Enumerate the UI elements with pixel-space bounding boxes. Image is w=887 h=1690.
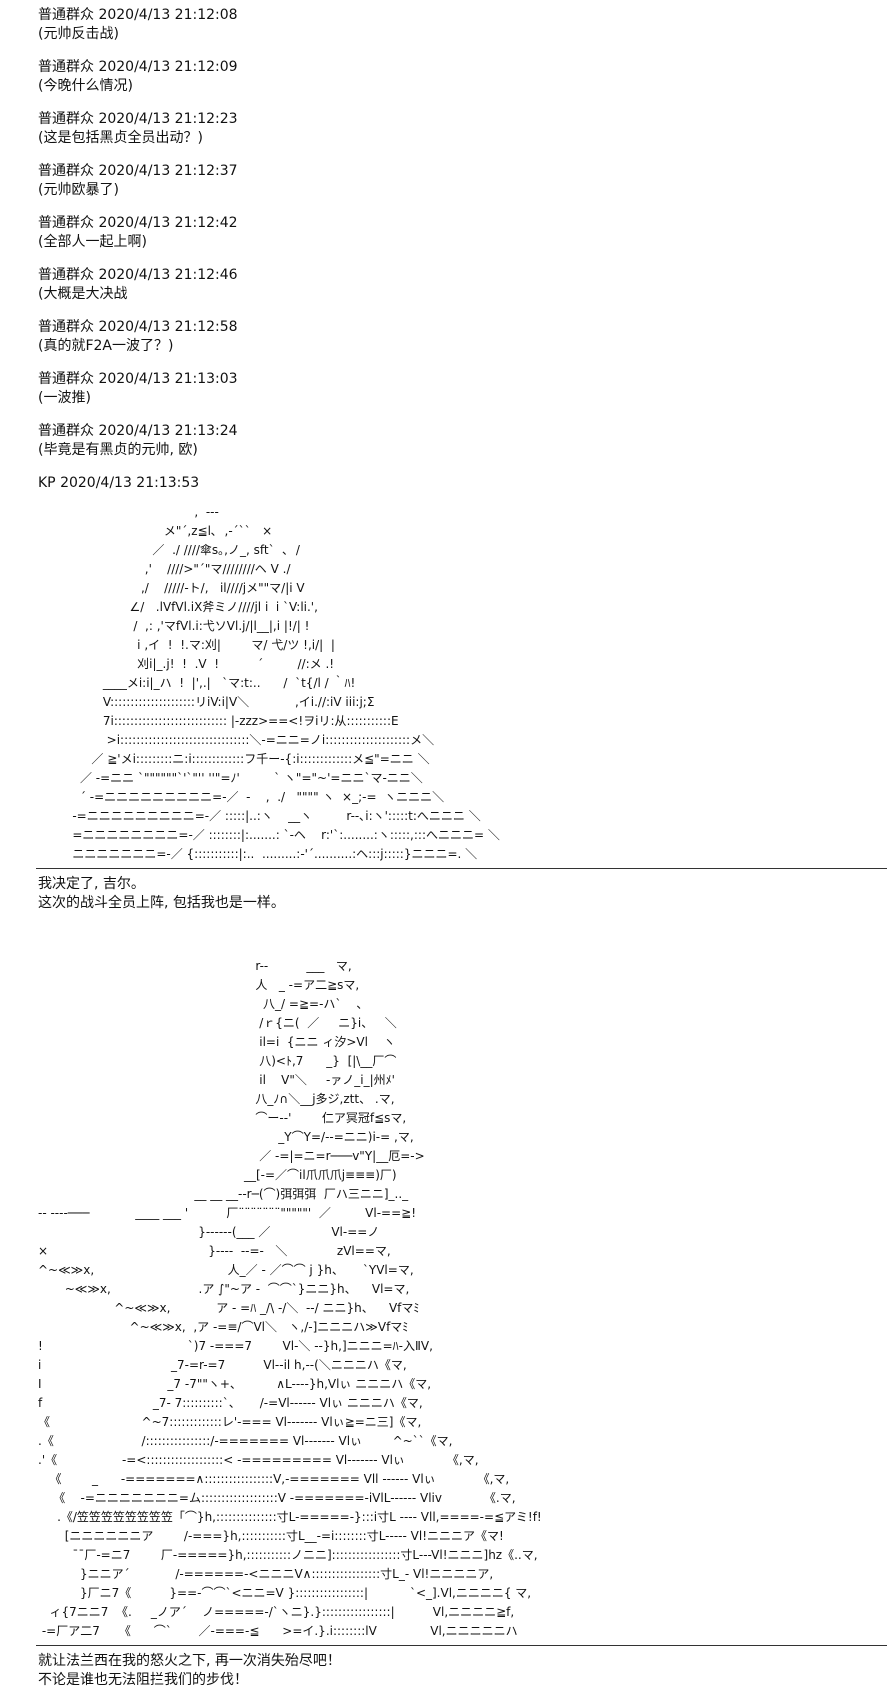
message-text: (元帅欧暴了): [38, 182, 119, 198]
kp-header: KP 2020/4/13 21:13:53: [38, 475, 200, 491]
message-header: 普通群众 2020/4/13 21:13:03: [38, 371, 238, 387]
divider-line: [36, 1645, 887, 1646]
message-text: (这是包括黑贞全员出动？): [38, 130, 203, 146]
message-text: (全部人一起上啊): [38, 234, 147, 250]
message-header: 普通群众 2020/4/13 21:12:09: [38, 59, 238, 75]
message: 普通群众 2020/4/13 21:12:09 (今晚什么情况): [38, 58, 878, 96]
spacer: [38, 913, 878, 957]
caption-text: 就让法兰西在我的怒火之下, 再一次消失殆尽吧！ 不论是谁也无法阻拦我们的步伐！: [38, 1653, 341, 1688]
message: 普通群众 2020/4/13 21:12:37 (元帅欧暴了): [38, 162, 878, 200]
message-text: (毕竟是有黑贞的元帅, 欧): [38, 442, 198, 458]
message-text: (元帅反击战): [38, 26, 119, 42]
ascii-art-figure-2: r-‐ ___ マ, 人 _ -=ア二≧sマ, 八_/ =≧=-ハ` ､: [38, 959, 542, 1638]
message: 普通群众 2020/4/13 21:13:24 (毕竟是有黑贞的元帅, 欧): [38, 422, 878, 460]
caption-text: 我决定了, 吉尔。 这次的战斗全员上阵, 包括我也是一样。: [38, 876, 285, 911]
chat-log: 普通群众 2020/4/13 21:12:08 (元帅反击战) 普通群众 202…: [36, 6, 887, 1690]
message: 普通群众 2020/4/13 21:12:46 (大概是大决战: [38, 266, 878, 304]
message-header: 普通群众 2020/4/13 21:13:24: [38, 423, 238, 439]
ascii-art-figure-1: , -‐- メ"´,z≦l､ ,-´`` × ／ ./ ////傘s｡,ノ_, …: [72, 505, 500, 861]
message-header: 普通群众 2020/4/13 21:12:37: [38, 163, 238, 179]
divider-line: [36, 868, 887, 869]
message: 普通群众 2020/4/13 21:12:23 (这是包括黑贞全员出动？): [38, 110, 878, 148]
message-text: (今晚什么情况): [38, 78, 133, 94]
message-header: 普通群众 2020/4/13 21:12:46: [38, 267, 238, 283]
message-header: 普通群众 2020/4/13 21:12:42: [38, 215, 238, 231]
message-text: (一波推): [38, 390, 91, 406]
message-text: (大概是大决战: [38, 286, 128, 302]
message-text: (真的就F2A一波了？): [38, 338, 174, 354]
message-header: 普通群众 2020/4/13 21:12:08: [38, 7, 238, 23]
message-header: 普通群众 2020/4/13 21:12:58: [38, 319, 238, 335]
message: 普通群众 2020/4/13 21:12:08 (元帅反击战): [38, 6, 878, 44]
message-header: 普通群众 2020/4/13 21:12:23: [38, 111, 238, 127]
message: 普通群众 2020/4/13 21:13:03 (一波推): [38, 370, 878, 408]
message: 普通群众 2020/4/13 21:12:58 (真的就F2A一波了？): [38, 318, 878, 356]
message-list: 普通群众 2020/4/13 21:12:08 (元帅反击战) 普通群众 202…: [38, 6, 878, 460]
message: 普通群众 2020/4/13 21:12:42 (全部人一起上啊): [38, 214, 878, 252]
